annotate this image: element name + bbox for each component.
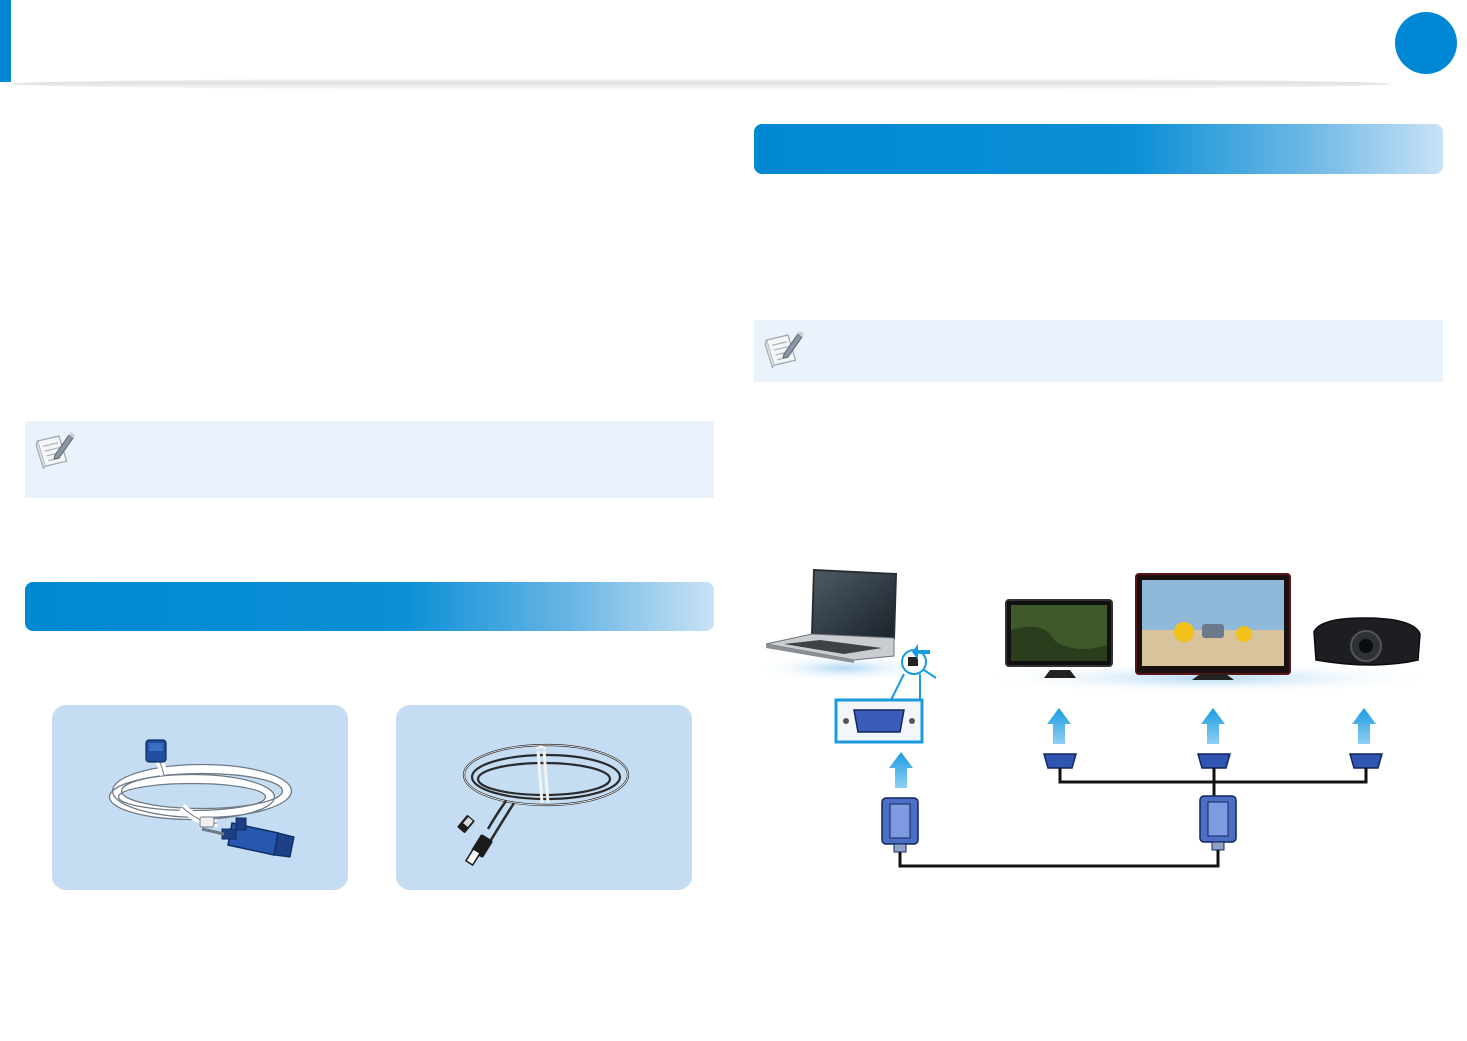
laptop-illustration [765, 568, 898, 663]
connection-arrows [889, 708, 1376, 788]
display-bus-line [1058, 768, 1368, 796]
section-header-bar-cables [25, 582, 714, 631]
connection-diagram-svg [754, 568, 1449, 868]
laptop-glow [754, 654, 934, 682]
page-indicator-dot [1395, 12, 1457, 74]
vga-port-zoom [834, 698, 924, 744]
tv-illustration [1135, 573, 1291, 680]
hdmi-cable-card [396, 705, 692, 890]
memo-pencil-icon [764, 331, 804, 368]
section-header-bar-connect [754, 124, 1443, 174]
header-divider [11, 78, 1391, 90]
memo-pencil-icon [35, 432, 75, 469]
laptop-port-callout [889, 644, 937, 703]
note-box-left [25, 421, 714, 498]
vga-cable-card [52, 705, 348, 890]
display-vga-connectors [1043, 753, 1383, 769]
hdmi-cable-icon [457, 743, 630, 867]
note-box-right [754, 320, 1443, 382]
monitor-illustration [1005, 599, 1113, 678]
connection-diagram [754, 560, 1454, 880]
projector-illustration [1313, 617, 1421, 666]
vga-cable-icon [108, 739, 295, 858]
cable-plugs [881, 795, 1237, 853]
header-accent-bar [0, 0, 11, 82]
vga-cable-line [898, 850, 1220, 868]
